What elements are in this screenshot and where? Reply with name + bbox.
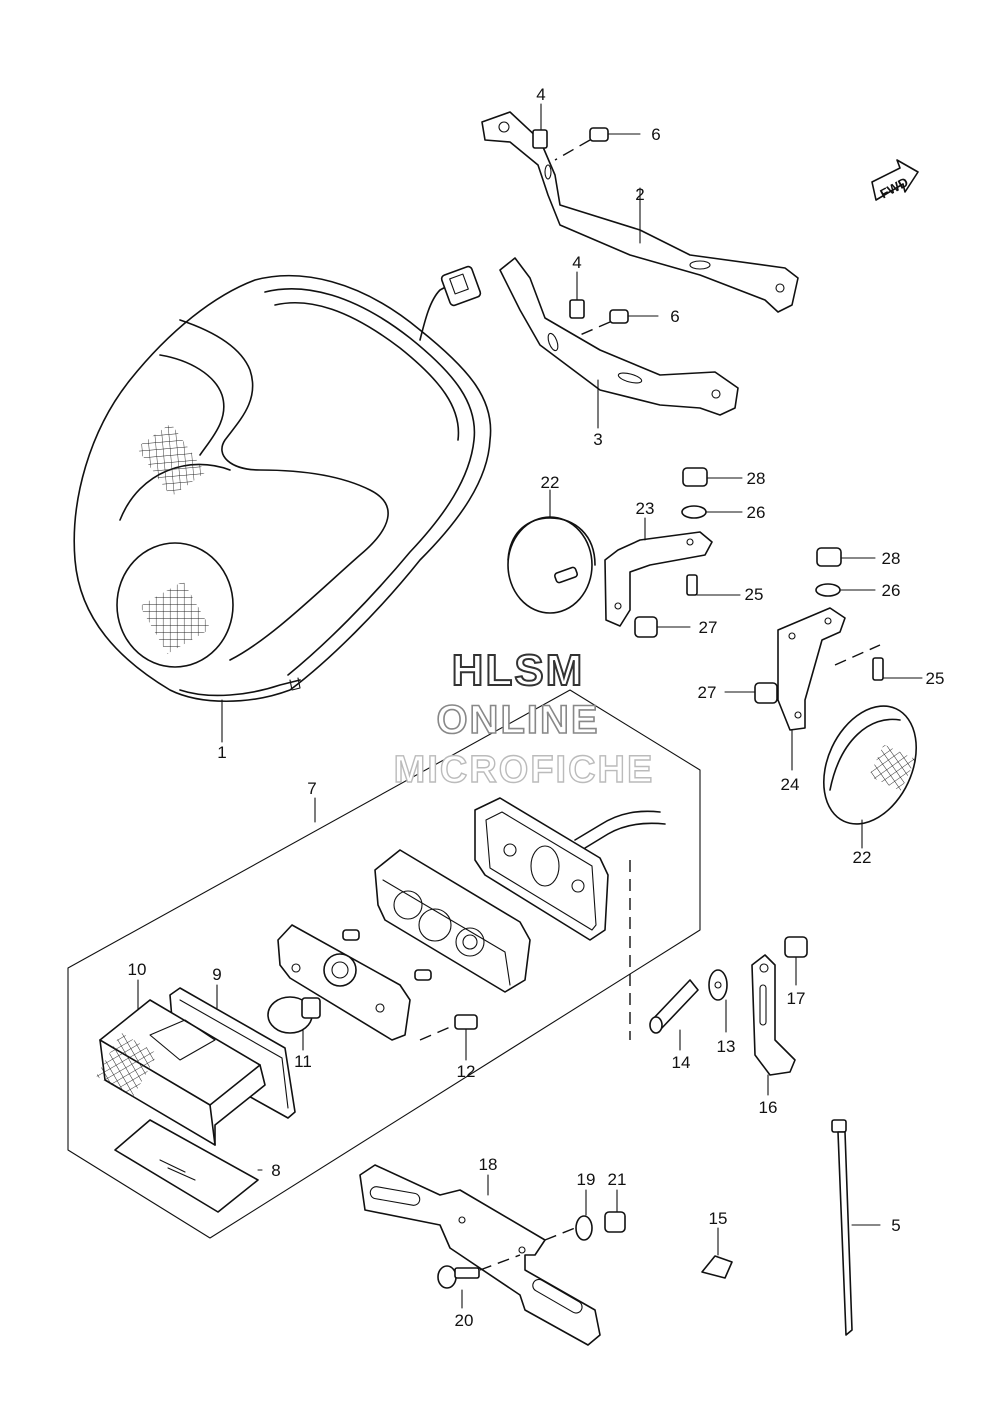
screw-6-lower	[579, 309, 659, 336]
part-number-27-a: 27	[699, 618, 718, 637]
license-lens	[96, 979, 266, 1146]
part-number-17: 17	[787, 989, 806, 1008]
watermark: HLSM ONLINE MICROFICHE	[393, 645, 655, 792]
washer-13	[708, 969, 728, 1033]
screw-12	[419, 1014, 478, 1061]
stay-16	[751, 954, 796, 1096]
rear-gasket-plate	[474, 797, 666, 1040]
cable-tie	[831, 1119, 881, 1336]
nut-27-a	[634, 616, 691, 638]
screw-20	[437, 1254, 521, 1309]
part-number-22-lower: 22	[853, 848, 872, 867]
part-number-6-upper: 6	[651, 125, 660, 144]
watermark-line-1: HLSM	[452, 646, 585, 695]
nut-28-b	[816, 547, 876, 567]
reflector-right	[822, 705, 918, 849]
bracket-24	[777, 607, 881, 771]
part-number-14: 14	[672, 1053, 691, 1072]
reflector-left	[507, 489, 596, 614]
part-number-5: 5	[891, 1216, 900, 1235]
part-number-27-b: 27	[698, 683, 717, 702]
part-number-18: 18	[479, 1155, 498, 1174]
part-number-4-upper: 4	[536, 85, 545, 104]
screw-6-upper	[554, 127, 641, 161]
washer-26-b	[815, 583, 876, 597]
clip-15	[701, 1227, 733, 1279]
watermark-line-2: ONLINE	[436, 698, 599, 742]
part-number-6-lower: 6	[670, 307, 679, 326]
washer-19	[575, 1189, 593, 1241]
part-number-labels: 1 2 3 4 4 5 6 6 7 8 9 10 11 12 13 14 15 …	[128, 85, 945, 1330]
washer-26-a	[681, 505, 743, 519]
part-number-4-lower: 4	[572, 253, 581, 272]
part-number-22-upper: 22	[541, 473, 560, 492]
part-number-26-b: 26	[882, 581, 901, 600]
part-number-16: 16	[759, 1098, 778, 1117]
collar-14	[649, 979, 699, 1051]
plate-bracket-18	[359, 1164, 601, 1346]
part-number-15: 15	[709, 1209, 728, 1228]
part-number-13: 13	[717, 1037, 736, 1056]
nut-17	[784, 936, 808, 986]
part-number-21: 21	[608, 1170, 627, 1189]
screw-25-b	[872, 657, 923, 681]
part-number-28-a: 28	[747, 469, 766, 488]
part-number-19: 19	[577, 1170, 596, 1189]
bracket-lower	[499, 257, 739, 429]
fwd-arrow-icon: FWD	[871, 159, 919, 201]
bulb-socket	[277, 924, 432, 1041]
part-number-26-a: 26	[747, 503, 766, 522]
part-number-23: 23	[636, 499, 655, 518]
watermark-line-3: MICROFICHE	[394, 749, 655, 791]
lens-housing	[374, 849, 531, 993]
part-number-9: 9	[212, 965, 221, 984]
bulb	[267, 996, 321, 1051]
part-number-7: 7	[307, 779, 316, 798]
bolt-4-upper	[532, 103, 548, 149]
license-light-assembly-frame	[67, 689, 701, 1239]
part-number-3: 3	[593, 430, 602, 449]
nut-27-b	[724, 682, 778, 704]
part-number-8: 8	[271, 1161, 280, 1180]
part-number-24: 24	[781, 775, 800, 794]
nut-28-a	[682, 467, 743, 487]
screw-25-a	[686, 574, 741, 596]
part-number-20: 20	[455, 1311, 474, 1330]
part-number-11: 11	[294, 1052, 312, 1071]
bracket-upper	[481, 111, 799, 313]
part-number-12: 12	[457, 1062, 476, 1081]
part-number-2: 2	[635, 185, 644, 204]
part-number-25-a: 25	[745, 585, 764, 604]
bolt-4-lower	[569, 271, 585, 319]
headlight-assembly	[73, 265, 492, 743]
part-number-25-b: 25	[926, 669, 945, 688]
part-number-10: 10	[128, 960, 147, 979]
nut-21	[604, 1189, 626, 1233]
license-plate-lens	[114, 1119, 263, 1213]
bracket-23	[604, 517, 713, 627]
part-number-28-b: 28	[882, 549, 901, 568]
part-number-1: 1	[217, 743, 226, 762]
